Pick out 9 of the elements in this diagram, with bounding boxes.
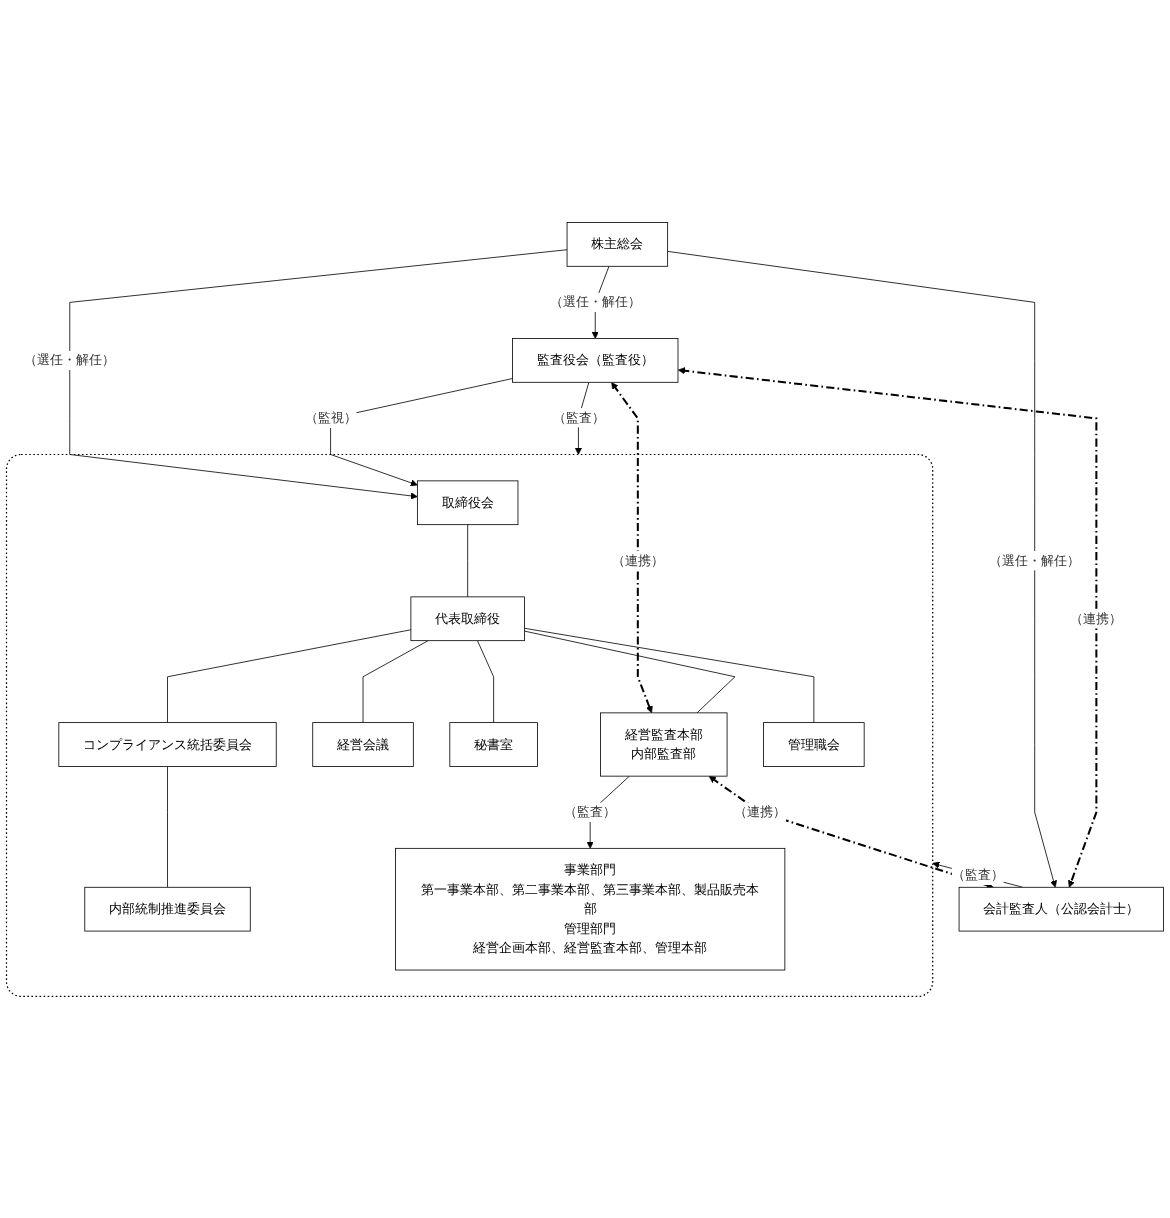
connector [167,765,168,888]
connector [167,628,412,723]
arrow [678,366,1098,888]
connector [524,627,815,723]
cluster [5,453,934,997]
connector [467,523,469,597]
connector [477,639,495,723]
arrow [611,381,653,713]
connector [524,630,736,713]
